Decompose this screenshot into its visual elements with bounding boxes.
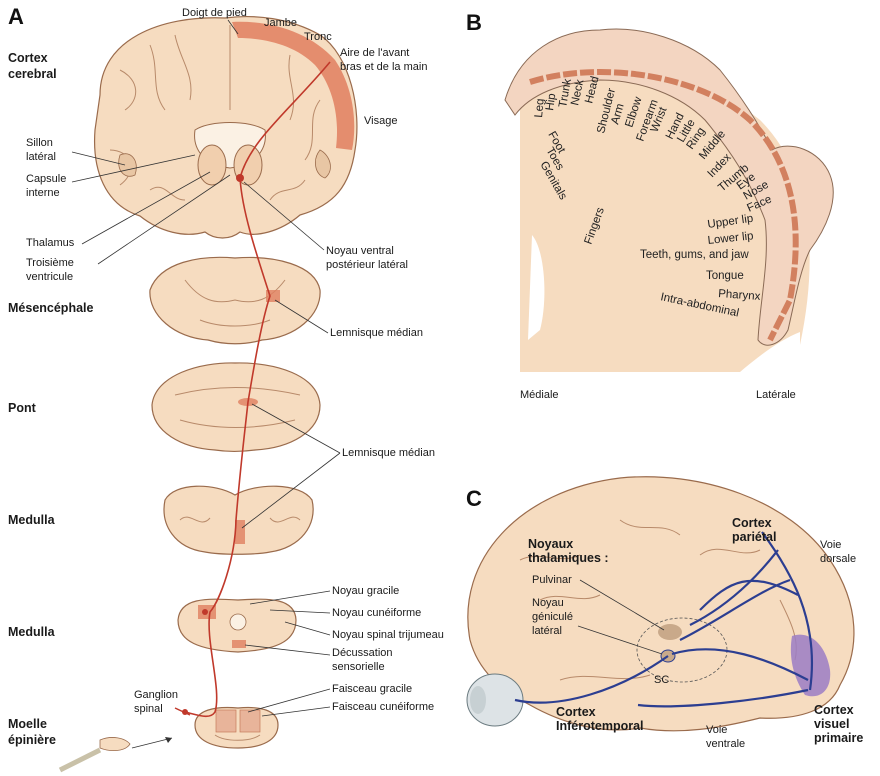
label-tronc: Tronc: [304, 31, 332, 43]
label-doigt-de-pied: Doigt de pied: [182, 7, 247, 19]
label-cortex-infero-1: Cortex: [556, 705, 596, 719]
heading-medulla-lower: Medulla: [8, 625, 56, 639]
label-ganglion-1: Ganglion: [134, 689, 178, 701]
label-troisieme-1: Troisième: [26, 257, 74, 269]
label-voie-dorsale-2: dorsale: [820, 553, 856, 565]
label-capsule-2: interne: [26, 187, 60, 199]
label-ngl-3: latéral: [532, 625, 562, 637]
label-noyau-cuneiforme: Noyau cunéiforme: [332, 607, 421, 619]
label-noyau-vpl-1: Noyau ventral: [326, 245, 394, 257]
homunculus-label: Hip: [544, 93, 558, 112]
label-decussation-1: Décussation: [332, 647, 393, 659]
label-noyau-spinal: Noyau spinal trijumeau: [332, 629, 444, 641]
label-cortex-visuel-3: primaire: [814, 731, 863, 745]
label-decussation-2: sensorielle: [332, 661, 385, 673]
label-lemnisque-1: Lemnisque médian: [330, 327, 423, 339]
label-voie-ventrale-2: ventrale: [706, 738, 745, 750]
label-cortex-parietal-1: Cortex: [732, 516, 772, 530]
heading-medulla-upper: Medulla: [8, 513, 56, 527]
label-faisceau-gracile: Faisceau gracile: [332, 683, 412, 695]
heading-mesencephale: Mésencéphale: [8, 301, 94, 315]
heading-cortex-2: cerebral: [8, 67, 57, 81]
lower-medulla-section: [178, 599, 296, 652]
homunculus-label: Teeth, gums, and jaw: [640, 249, 749, 261]
label-jambe: Jambe: [264, 17, 297, 29]
label-aire-bras-1: Aire de l'avant: [340, 47, 409, 59]
panel-c-letter: C: [466, 486, 482, 511]
label-noyau-vpl-2: postérieur latéral: [326, 259, 408, 271]
heading-moelle-1: Moelle: [8, 717, 47, 731]
label-sillon-2: latéral: [26, 151, 56, 163]
panel-a: A: [8, 4, 444, 770]
coronal-brain-section: [95, 17, 357, 238]
homunculus-label: Tongue: [706, 270, 744, 282]
finger-icon: [100, 737, 130, 750]
vpl-neuron: [236, 174, 244, 182]
label-ngl-1: Noyau: [532, 597, 564, 609]
label-aire-bras-2: bras et de la main: [340, 61, 427, 73]
label-noyaux-2: thalamiques :: [528, 551, 609, 565]
pulvinar-shape: [658, 624, 682, 640]
label-cortex-visuel-2: visuel: [814, 717, 849, 731]
label-cortex-infero-2: Inférotemporal: [556, 719, 644, 733]
label-noyaux-1: Noyaux: [528, 537, 573, 551]
mesencephalon-section: [150, 257, 320, 343]
label-ganglion-2: spinal: [134, 703, 163, 715]
label-cortex-visuel-1: Cortex: [814, 703, 854, 717]
panel-b: B Médiale Latérale Fingers LegHipTrunkNe…: [466, 10, 833, 401]
label-troisieme-2: ventricule: [26, 271, 73, 283]
label-laterale: Latérale: [756, 389, 796, 401]
heading-cortex-1: Cortex: [8, 51, 48, 65]
label-lemnisque-2: Lemnisque médian: [342, 447, 435, 459]
panel-c: C Noyaux thalamiques : Pulvinar Noyau gé…: [466, 477, 863, 750]
label-ngl-2: géniculé: [532, 611, 573, 623]
label-faisceau-cuneiforme: Faisceau cunéiforme: [332, 701, 434, 713]
label-thalamus: Thalamus: [26, 237, 75, 249]
label-capsule-1: Capsule: [26, 173, 66, 185]
label-mediale: Médiale: [520, 389, 559, 401]
spinal-cord-section: [195, 708, 278, 748]
thalamus-left: [198, 145, 226, 185]
heading-pont: Pont: [8, 401, 37, 415]
label-visage: Visage: [364, 115, 397, 127]
panel-b-letter: B: [466, 10, 482, 35]
label-sc: SC: [654, 674, 669, 686]
label-sillon-1: Sillon: [26, 137, 53, 149]
label-noyau-gracile: Noyau gracile: [332, 585, 399, 597]
label-voie-ventrale-1: Voie: [706, 724, 727, 736]
label-pulvinar: Pulvinar: [532, 574, 572, 586]
heading-moelle-2: épinière: [8, 733, 56, 747]
panel-a-letter: A: [8, 4, 24, 29]
pons-section: [152, 363, 320, 452]
label-voie-dorsale-1: Voie: [820, 539, 841, 551]
label-cortex-parietal-2: pariétal: [732, 530, 776, 544]
